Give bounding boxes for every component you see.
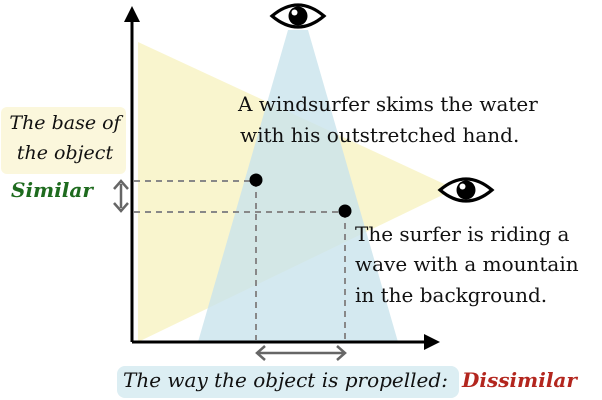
y-axis-label-line2: the object	[16, 142, 114, 164]
similar-verdict: Similar	[11, 178, 93, 202]
blue-view-cone	[198, 30, 398, 342]
eye-icon	[437, 177, 495, 203]
caption-surfer-line3: in the background.	[355, 283, 548, 307]
caption-surfer-line1: The surfer is riding a	[355, 222, 570, 246]
dissimilar-verdict: Dissimilar	[462, 368, 577, 392]
y-axis-label-box	[1, 107, 126, 174]
caption-surfer-line2: wave with a mountain	[355, 252, 579, 276]
caption-windsurfer-line2: with his outstretched hand.	[240, 123, 520, 147]
y-axis-arrowhead	[124, 6, 140, 22]
y-axis-label-line1: The base of	[9, 112, 121, 134]
x-axis-label-box	[117, 366, 459, 398]
vertical-double-arrow	[113, 179, 129, 213]
dashed-guides	[134, 180, 346, 340]
horizontal-double-arrow	[255, 345, 347, 361]
caption-windsurfer-line1: A windsurfer skims the water	[238, 92, 538, 116]
eye-icon	[269, 3, 327, 29]
x-axis-arrowhead	[424, 334, 440, 350]
x-axis-label: The way the object is propelled:	[123, 368, 448, 392]
point-windsurfer	[249, 173, 263, 187]
point-surfer	[338, 204, 352, 218]
